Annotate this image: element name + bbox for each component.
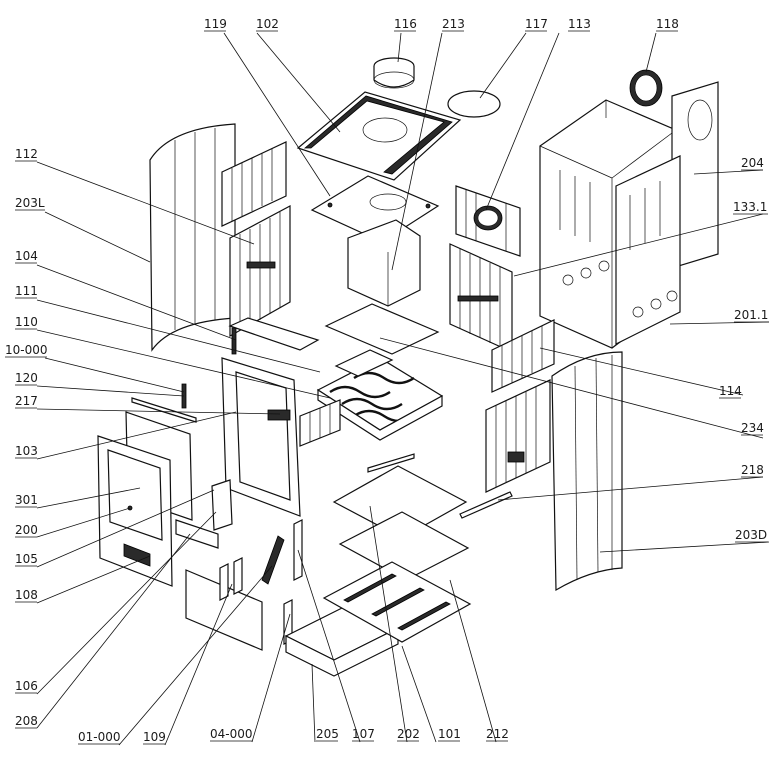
callout-04-000: 04-000 (210, 727, 253, 741)
callout-205: 205 (316, 727, 339, 741)
callout-217: 217 (15, 394, 38, 408)
callout-01-000: 01-000 (78, 730, 121, 744)
callout-labels: 119 102 116 213 117 113 118 112 204 203L… (5, 17, 769, 745)
callout-109: 109 (143, 730, 166, 744)
callout-114: 114 (719, 384, 742, 398)
callout-200: 200 (15, 523, 38, 537)
callout-203D: 203D (735, 528, 767, 542)
callout-108: 108 (15, 588, 38, 602)
callout-203L: 203L (15, 196, 45, 210)
callout-120: 120 (15, 371, 38, 385)
callout-301: 301 (15, 493, 38, 507)
callout-201-1: 201.1 (734, 308, 768, 322)
callout-117: 117 (525, 17, 548, 31)
callout-118: 118 (656, 17, 679, 31)
callout-104: 104 (15, 249, 38, 263)
callout-218: 218 (741, 463, 764, 477)
callout-202: 202 (397, 727, 420, 741)
callout-102: 102 (256, 17, 279, 31)
leader-lines (36, 32, 770, 746)
callout-208: 208 (15, 714, 38, 728)
callout-107: 107 (352, 727, 375, 741)
callout-110: 110 (15, 315, 38, 329)
callout-10-000: 10-000 (5, 343, 48, 357)
callout-213: 213 (442, 17, 465, 31)
callout-111: 111 (15, 284, 38, 298)
callout-113: 113 (568, 17, 591, 31)
callout-106: 106 (15, 679, 38, 693)
stove-parts-drawing (97, 57, 719, 677)
callout-119: 119 (204, 17, 227, 31)
callout-105: 105 (15, 552, 38, 566)
callout-133-1: 133.1 (733, 200, 767, 214)
callout-101: 101 (438, 727, 461, 741)
callout-234: 234 (741, 421, 764, 435)
callout-116: 116 (394, 17, 417, 31)
callout-112: 112 (15, 147, 38, 161)
callout-204: 204 (741, 156, 764, 170)
callout-212: 212 (486, 727, 509, 741)
callout-103: 103 (15, 444, 38, 458)
